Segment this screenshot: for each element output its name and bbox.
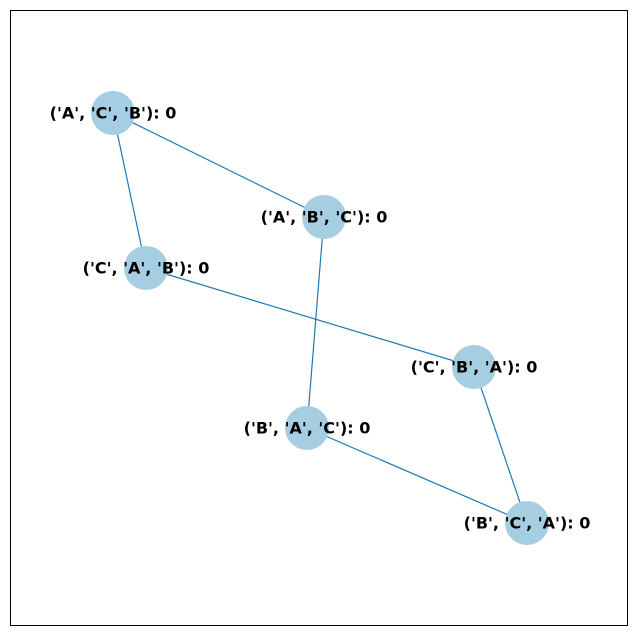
node-label-acb: ('A', 'C', 'B'): 0 — [50, 104, 177, 123]
node-abc — [302, 195, 346, 239]
edge-abc-bac — [306, 216, 325, 429]
node-bac — [285, 406, 329, 450]
node-label-cba: ('C', 'B', 'A'): 0 — [411, 358, 538, 377]
node-label-bca: ('B', 'C', 'A'): 0 — [464, 514, 591, 533]
edge-bac-bca — [306, 427, 528, 524]
nodes-layer — [91, 91, 549, 545]
node-bca — [505, 501, 549, 545]
node-label-cab: ('C', 'A', 'B'): 0 — [83, 259, 210, 278]
node-label-abc: ('A', 'B', 'C'): 0 — [261, 208, 388, 227]
node-cba — [452, 345, 496, 389]
edge-cab-cba — [145, 267, 475, 368]
edge-cba-bca — [473, 366, 528, 524]
node-label-bac: ('B', 'A', 'C'): 0 — [244, 419, 371, 438]
node-acb — [91, 91, 135, 135]
edge-acb-abc — [112, 112, 325, 218]
labels-layer: ('A', 'C', 'B'): 0 ('A', 'B', 'C'): 0 ('C'… — [50, 104, 591, 533]
plot-frame — [10, 10, 628, 626]
edge-acb-cab — [112, 112, 147, 269]
node-cab — [124, 246, 168, 290]
edges-layer — [112, 112, 528, 524]
